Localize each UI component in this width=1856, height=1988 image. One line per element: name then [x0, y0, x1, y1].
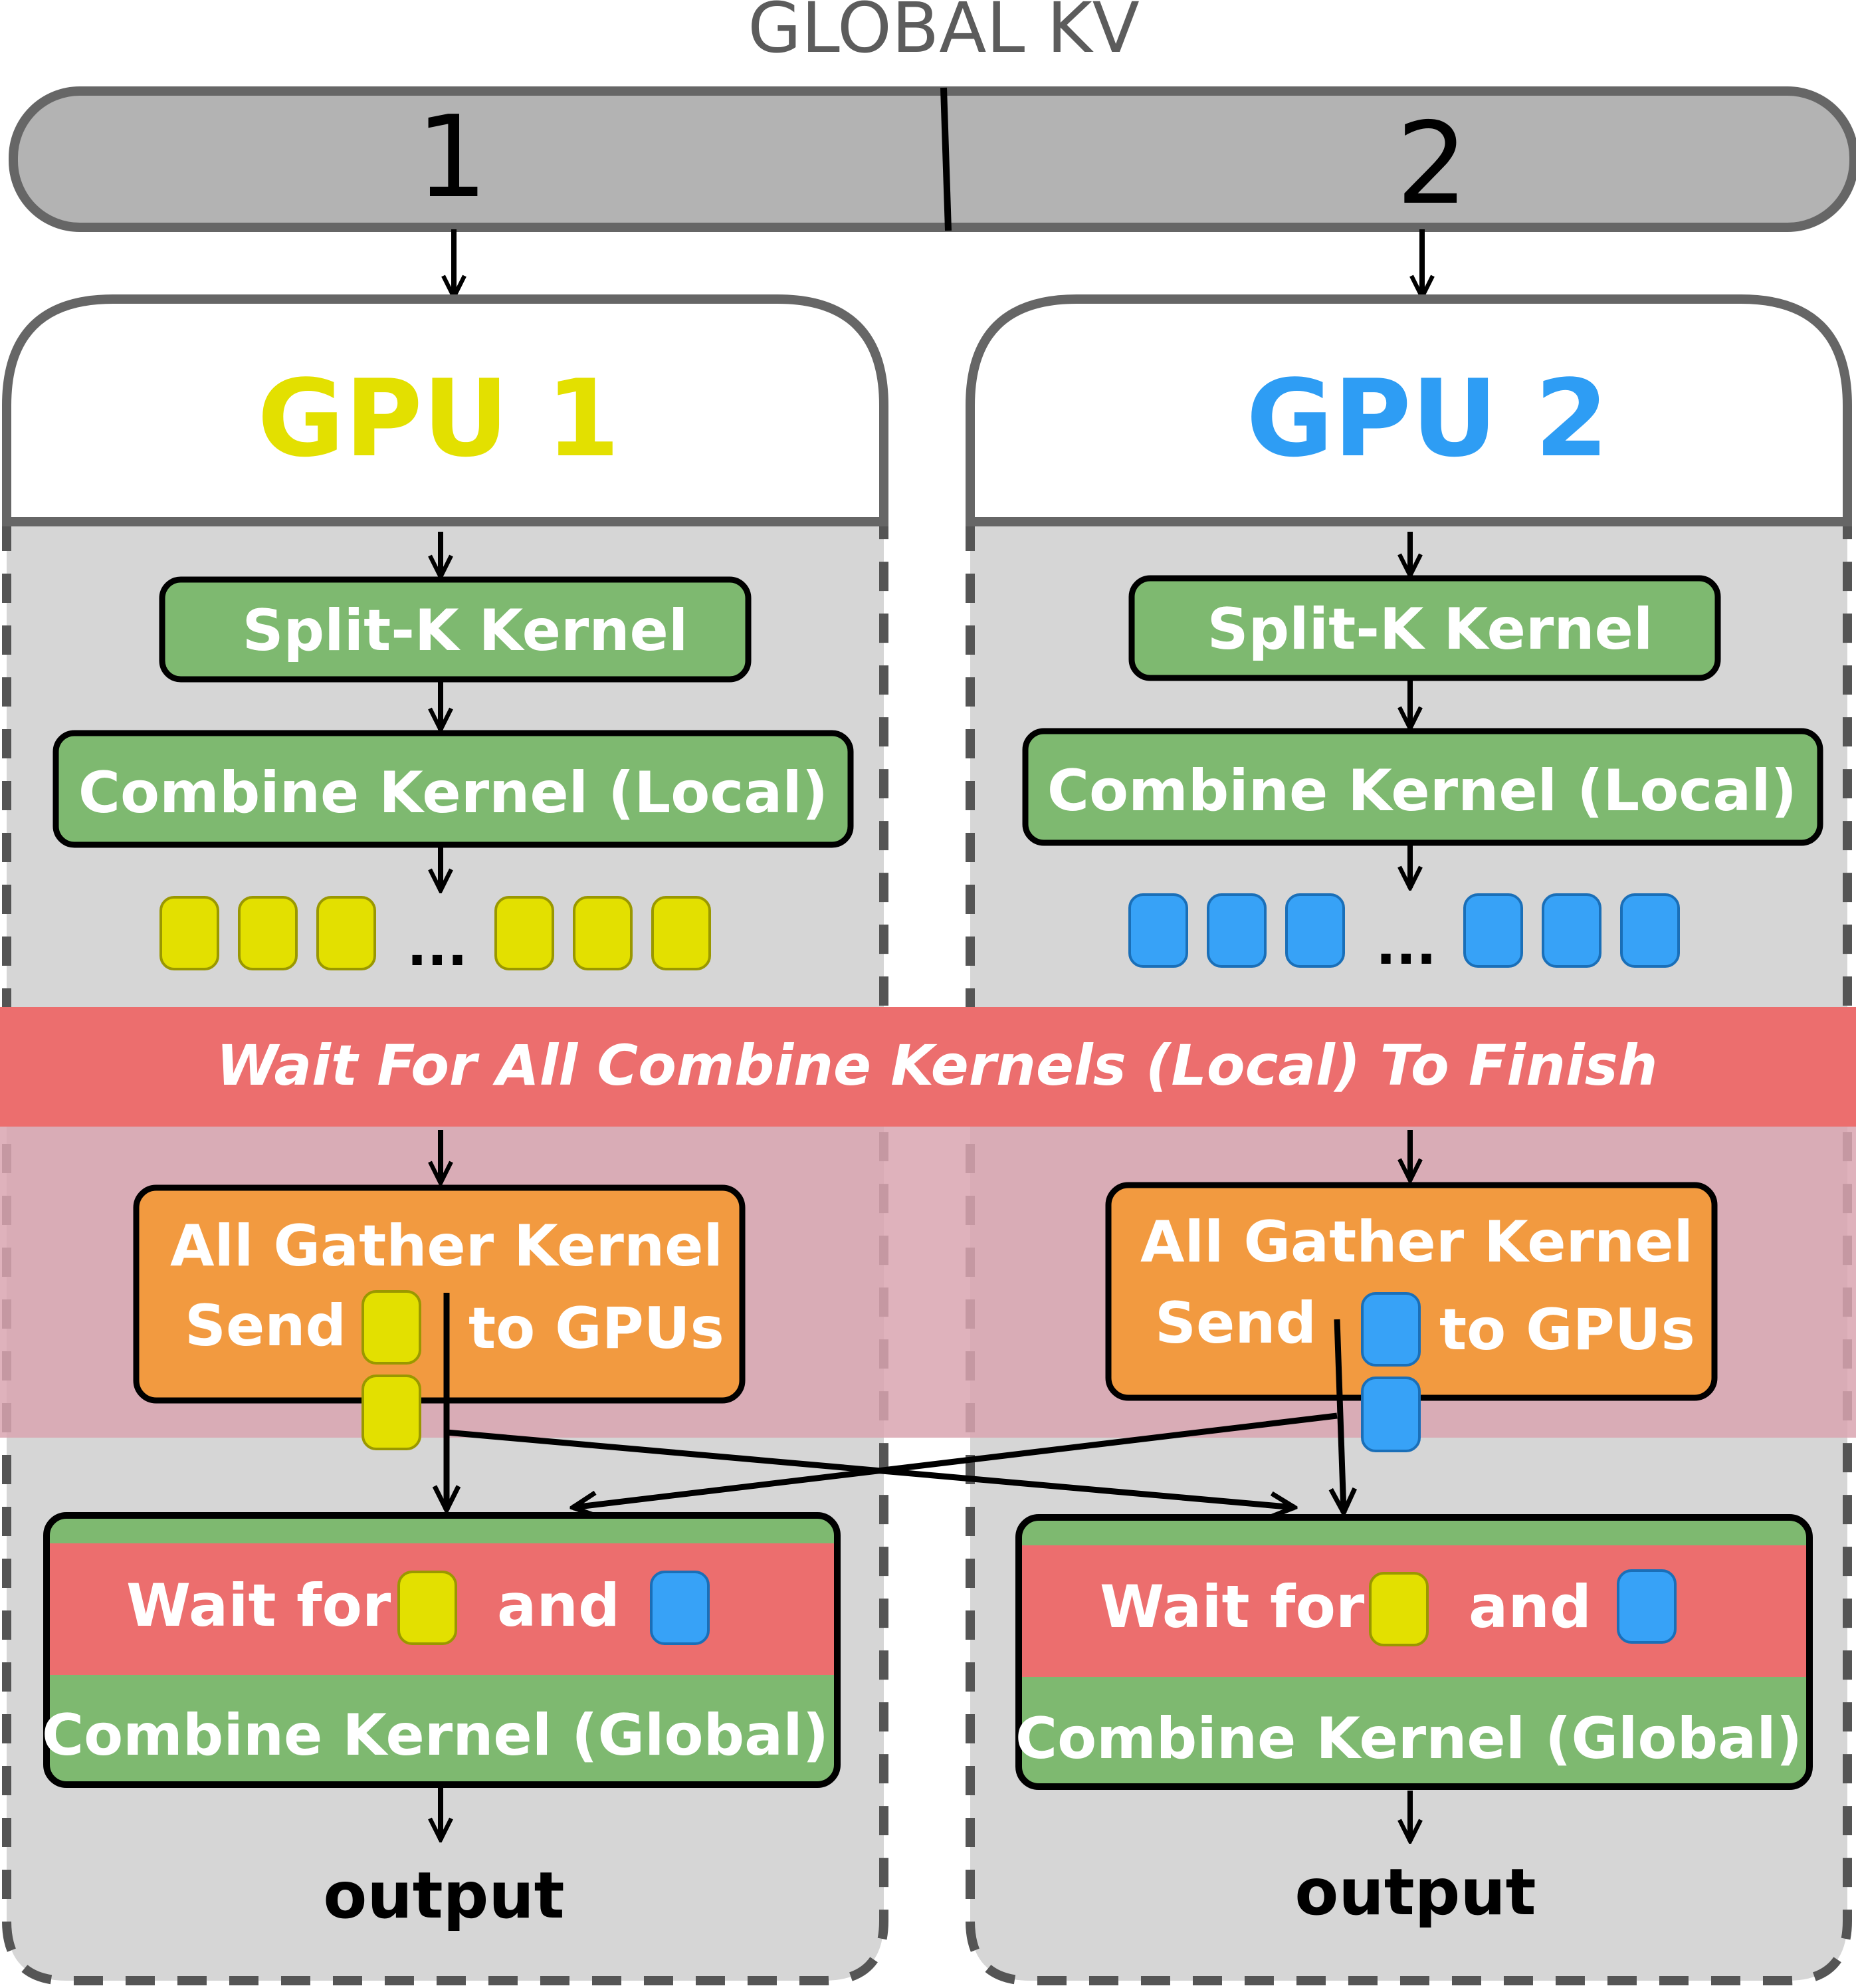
gpu2-wait-chunk-yellow — [1369, 1572, 1429, 1646]
gpu1-wait-chunk-blue — [650, 1571, 710, 1645]
gpu2-chunk — [1128, 893, 1188, 968]
gpu2-to-gpu1-send-arrow — [573, 1412, 1338, 1507]
gpu1-ellipsis: ... — [407, 916, 467, 978]
gpu1-chunk-row: ... — [159, 896, 711, 978]
gpu1-allgather-title: All Gather Kernel — [170, 1213, 723, 1279]
gpu1-title: GPU 1 — [257, 356, 620, 481]
gpu1-combine-local-box — [52, 730, 854, 848]
gpu1-allgather-box — [133, 1184, 746, 1404]
gpu2-ellipsis: ... — [1376, 915, 1436, 976]
gpu1-chunk — [159, 896, 219, 970]
gpu2-combine-local-label: Combine Kernel (Local) — [1047, 758, 1797, 824]
gpu2-wait-for-word: Wait for — [1100, 1573, 1365, 1641]
gpu1-output-label: output — [323, 1858, 564, 1933]
gpu2-chunk-row: ... — [1128, 893, 1680, 976]
gpu1-to-gpus-word: to GPUs — [468, 1295, 724, 1362]
gpu1-body-dashed-border — [2, 522, 888, 1985]
gpu1-send-word: Send — [185, 1293, 346, 1359]
gpu2-local-send-arrow — [1337, 1319, 1344, 1513]
global-kv-label: GLOBAL KV — [748, 0, 1140, 68]
gpu2-combine-global-label: Combine Kernel (Global) — [1015, 1706, 1802, 1772]
global-kv-segment-1: 1 — [416, 92, 488, 223]
barrier-band — [0, 1007, 1856, 1127]
gpu2-title: GPU 2 — [1246, 356, 1609, 481]
gpu2-sent-chunk — [1361, 1377, 1421, 1452]
gpu1-wait-chunk-yellow — [397, 1571, 457, 1645]
gpu1-wait-for-word: Wait for — [126, 1571, 391, 1640]
global-kv-divider — [940, 87, 952, 231]
gpu2-chunk — [1285, 893, 1345, 968]
gpu1-sent-chunk — [361, 1375, 421, 1450]
gpu2-body-dashed-border — [966, 522, 1852, 1985]
global-kv-segment-2: 2 — [1396, 98, 1468, 230]
gpu2-splitk-box — [1128, 575, 1721, 681]
gpu2-send-chunk — [1361, 1292, 1421, 1367]
gpu1-send-chunk — [361, 1290, 421, 1365]
gpu1-chunk — [651, 896, 711, 970]
gpu2-wait-chunk-blue — [1617, 1569, 1677, 1644]
gpu1-chunk — [494, 896, 554, 970]
gpu2-and-word: and — [1469, 1573, 1592, 1641]
gpu2-chunk — [1620, 893, 1680, 968]
gpu2-to-gpus-word: to GPUs — [1439, 1297, 1695, 1363]
gpu1-chunk — [238, 896, 298, 970]
gpu1-header — [2, 294, 888, 526]
gpu2-combine-local-box — [1022, 728, 1823, 846]
gpu1-splitk-box — [159, 576, 752, 683]
gpu1-splitk-label: Split-K Kernel — [243, 598, 688, 664]
gpu2-send-word: Send — [1155, 1290, 1316, 1357]
gpu2-chunk — [1463, 893, 1523, 968]
gpu2-chunk — [1207, 893, 1267, 968]
gpu1-chunk — [316, 896, 376, 970]
gpu2-splitk-label: Split-K Kernel — [1207, 596, 1653, 663]
gpu2-header — [966, 294, 1852, 526]
gpu1-combine-global-label: Combine Kernel (Global) — [42, 1702, 829, 1769]
gpu1-and-word: and — [497, 1571, 620, 1640]
gpu1-combine-local-label: Combine Kernel (Local) — [78, 760, 828, 826]
barrier-label: Wait For All Combine Kernels (Local) To … — [217, 1033, 1658, 1098]
gpu2-allgather-title: All Gather Kernel — [1140, 1209, 1693, 1275]
gpu2-chunk — [1542, 893, 1601, 968]
global-kv-bar — [9, 86, 1856, 232]
gpu1-chunk — [573, 896, 633, 970]
gpu2-output-label: output — [1294, 1855, 1536, 1930]
